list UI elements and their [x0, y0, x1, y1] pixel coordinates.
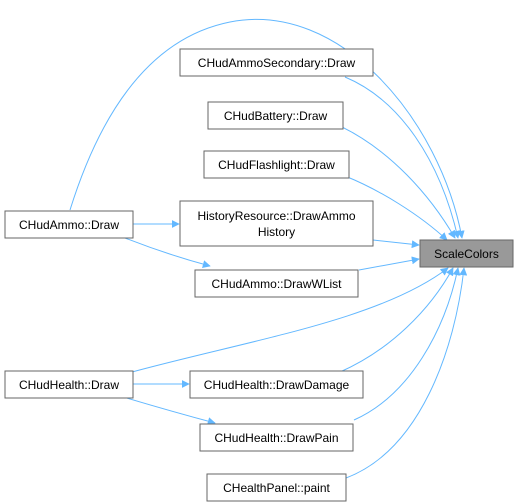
- node-ammo-draw[interactable]: CHudAmmo::Draw: [4, 210, 134, 239]
- edge-healthpanel-to-scalecolors: [345, 267, 468, 479]
- node-scalecolors[interactable]: ScaleColors: [419, 239, 514, 268]
- edge-drawdamage-to-scalecolors: [339, 267, 454, 373]
- node-health-draw[interactable]: CHudHealth::Draw: [4, 370, 134, 399]
- node-historyresource-drawammohistory[interactable]: HistoryResource::DrawAmmo History: [179, 200, 374, 247]
- node-healthpanel-paint[interactable]: CHealthPanel::paint: [206, 473, 347, 502]
- edge-health-draw-to-drawpain: [119, 395, 216, 426]
- edge-drawwlist-to-scalecolors: [358, 256, 420, 271]
- edges: [69, 19, 468, 479]
- node-health-drawpain[interactable]: CHudHealth::DrawPain: [199, 423, 354, 452]
- node-flashlight-draw-label: CHudFlashlight::Draw: [218, 158, 335, 172]
- node-health-draw-label: CHudHealth::Draw: [19, 378, 119, 392]
- node-ammo-drawwlist[interactable]: CHudAmmo::DrawWList: [194, 269, 359, 298]
- node-battery-draw-label: CHudBattery::Draw: [224, 109, 328, 123]
- node-ammosecondary-draw-label: CHudAmmoSecondary::Draw: [198, 56, 356, 70]
- edge-battery-to-scalecolors: [339, 125, 456, 239]
- edge-flashlight-to-scalecolors: [344, 175, 448, 241]
- node-scalecolors-label: ScaleColors: [434, 247, 499, 261]
- edge-drawpain-to-scalecolors: [353, 267, 461, 421]
- node-health-drawpain-label: CHudHealth::DrawPain: [214, 431, 338, 445]
- node-ammo-drawwlist-label: CHudAmmo::DrawWList: [211, 277, 342, 291]
- nodes: ScaleColors CHudAmmoSecondary::Draw CHud…: [4, 48, 514, 502]
- node-flashlight-draw[interactable]: CHudFlashlight::Draw: [203, 150, 350, 179]
- edge-ammosecondary-to-scalecolors: [344, 76, 461, 239]
- edge-ammo-draw-to-drawwlist: [119, 235, 211, 269]
- edge-ammo-draw-to-scalecolors: [69, 19, 465, 239]
- node-historyresource-label-line1: HistoryResource::DrawAmmo: [197, 209, 355, 223]
- node-health-drawdamage-label: CHudHealth::DrawDamage: [204, 378, 350, 392]
- node-healthpanel-paint-label: CHealthPanel::paint: [223, 481, 330, 495]
- node-battery-draw[interactable]: CHudBattery::Draw: [207, 101, 344, 130]
- node-ammo-draw-label: CHudAmmo::Draw: [19, 218, 119, 232]
- node-historyresource-label-line2: History: [258, 225, 295, 239]
- edge-health-draw-to-scalecolors: [131, 267, 449, 373]
- node-ammosecondary-draw[interactable]: CHudAmmoSecondary::Draw: [179, 48, 374, 77]
- edge-historyresource-to-scalecolors: [372, 239, 420, 249]
- node-health-drawdamage[interactable]: CHudHealth::DrawDamage: [189, 370, 364, 399]
